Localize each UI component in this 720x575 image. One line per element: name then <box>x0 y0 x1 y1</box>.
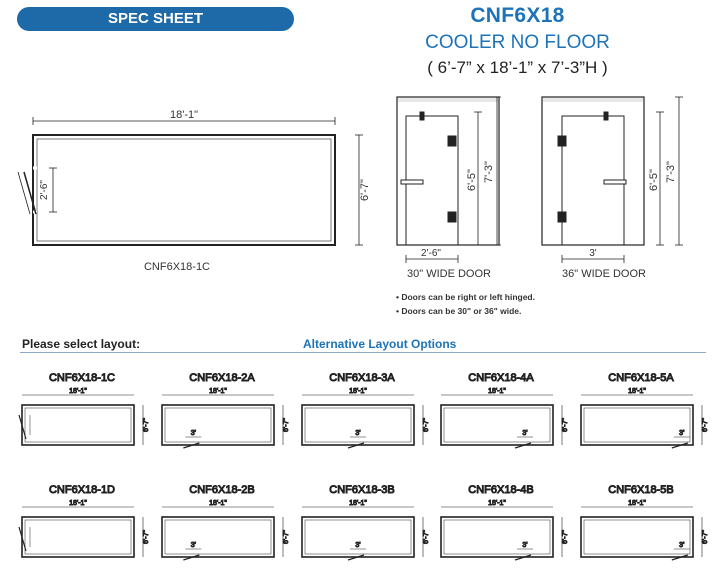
layout-option-label: CNF6X18-4B <box>468 484 533 496</box>
thumb-door-label: 3' <box>355 542 360 549</box>
thumb-length-label: 18'-1" <box>628 500 646 507</box>
thumb-door-label: 3' <box>191 542 196 549</box>
thumb-length-label: 18'-1" <box>69 388 87 395</box>
thumb-door-label: 3' <box>355 430 360 437</box>
note-item: Doors can be 30" or 36" wide. <box>396 304 535 318</box>
elev30-door-height: 6'-5" <box>466 169 478 191</box>
thumb-door-label: 3' <box>679 430 684 437</box>
thumb-width-label: 6'-7" <box>143 418 150 432</box>
main-drawings: 18'-1" 6'-7" 2'-6" CNF6X18-1C 6'-5" 7'-3… <box>17 96 683 280</box>
layout-option[interactable]: CNF6X18-4A 18'-1" 6'-7" 3' <box>440 372 570 449</box>
model-description: COOLER NO FLOOR <box>425 32 610 53</box>
layout-option[interactable]: CNF6X18-3B 18'-1" 6'-7" 3' <box>301 484 431 561</box>
layout-option-label: CNF6X18-5B <box>608 484 673 496</box>
thumb-door-label: 3' <box>522 430 527 437</box>
plan-layout-label: CNF6X18-1C <box>144 261 210 273</box>
elev30-width: 2'-6" <box>421 248 441 259</box>
thumb-width-label: 6'-7" <box>143 530 150 544</box>
thumb-length-label: 18'-1" <box>209 500 227 507</box>
plan-length-label: 18'-1" <box>170 109 198 121</box>
select-layout-heading: Please select layout: <box>22 337 141 351</box>
thumb-length-label: 18'-1" <box>488 500 506 507</box>
thumb-door-label: 3' <box>522 542 527 549</box>
layout-option-label: CNF6X18-1D <box>49 484 115 496</box>
elev36-door-height: 6'-5" <box>648 169 660 191</box>
elev30-caption: 30" WIDE DOOR <box>407 268 491 280</box>
notes-list: Doors can be right or left hinged. Doors… <box>396 290 535 318</box>
layout-option[interactable]: CNF6X18-2A 18'-1" 6'-7" 3' <box>161 372 291 449</box>
note-item: Doors can be right or left hinged. <box>396 290 535 304</box>
layout-option[interactable]: CNF6X18-5A 18'-1" 6'-7" 3' <box>580 372 710 449</box>
elevation-36in <box>541 96 683 263</box>
section-divider <box>20 352 706 353</box>
layout-option[interactable]: CNF6X18-3A 18'-1" 6'-7" 3' <box>301 372 431 449</box>
thumb-length-label: 18'-1" <box>209 388 227 395</box>
plan-door-label: 2'-6" <box>39 180 50 200</box>
plan-width-label: 6'-7" <box>359 179 371 201</box>
thumb-width-label: 6'-7" <box>283 418 290 432</box>
layout-option[interactable]: CNF6X18-2B 18'-1" 6'-7" 3' <box>161 484 291 561</box>
floor-plan <box>17 117 363 246</box>
layout-option-label: CNF6X18-4A <box>468 372 534 384</box>
elevation-30in <box>396 96 501 263</box>
thumb-width-label: 6'-7" <box>423 530 430 544</box>
thumb-length-label: 18'-1" <box>349 500 367 507</box>
layout-option-label: CNF6X18-2A <box>189 372 255 384</box>
elev30-total-height: 7'-3" <box>483 161 495 183</box>
thumb-length-label: 18'-1" <box>488 388 506 395</box>
thumb-door-label: 3' <box>191 430 196 437</box>
model-dimensions: ( 6’-7” x 18’-1” x 7’-3”H ) <box>427 58 608 77</box>
layout-option-label: CNF6X18-5A <box>608 372 674 384</box>
layout-option-label: CNF6X18-3A <box>329 372 395 384</box>
layout-option-label: CNF6X18-1C <box>49 372 115 384</box>
title-block: CNF6X18 COOLER NO FLOOR ( 6’-7” x 18’-1”… <box>400 4 635 78</box>
thumb-width-label: 6'-7" <box>283 530 290 544</box>
elev36-caption: 36" WIDE DOOR <box>562 268 646 280</box>
thumb-width-label: 6'-7" <box>702 418 709 432</box>
thumb-width-label: 6'-7" <box>423 418 430 432</box>
model-title: CNF6X18 <box>470 4 565 27</box>
spec-sheet-banner: SPEC SHEET <box>17 7 294 31</box>
thumb-width-label: 6'-7" <box>562 418 569 432</box>
elev36-width: 3' <box>589 248 597 259</box>
layout-option[interactable]: CNF6X18-5B 18'-1" 6'-7" 3' <box>580 484 710 561</box>
layout-option[interactable]: CNF6X18-4B 18'-1" 6'-7" 3' <box>440 484 570 561</box>
thumb-width-label: 6'-7" <box>562 530 569 544</box>
layout-option-label: CNF6X18-3B <box>329 484 394 496</box>
thumb-length-label: 18'-1" <box>69 500 87 507</box>
thumb-length-label: 18'-1" <box>628 388 646 395</box>
thumb-length-label: 18'-1" <box>349 388 367 395</box>
thumb-door-label: 3' <box>679 542 684 549</box>
alternative-layouts-heading: Alternative Layout Options <box>303 337 457 351</box>
layout-option-label: CNF6X18-2B <box>189 484 254 496</box>
layout-option[interactable]: CNF6X18-1C 18'-1" 6'-7" <box>18 372 151 446</box>
thumb-width-label: 6'-7" <box>702 530 709 544</box>
elev36-total-height: 7'-3" <box>665 161 677 183</box>
layout-option[interactable]: CNF6X18-1D 18'-1" 6'-7" <box>18 484 151 558</box>
